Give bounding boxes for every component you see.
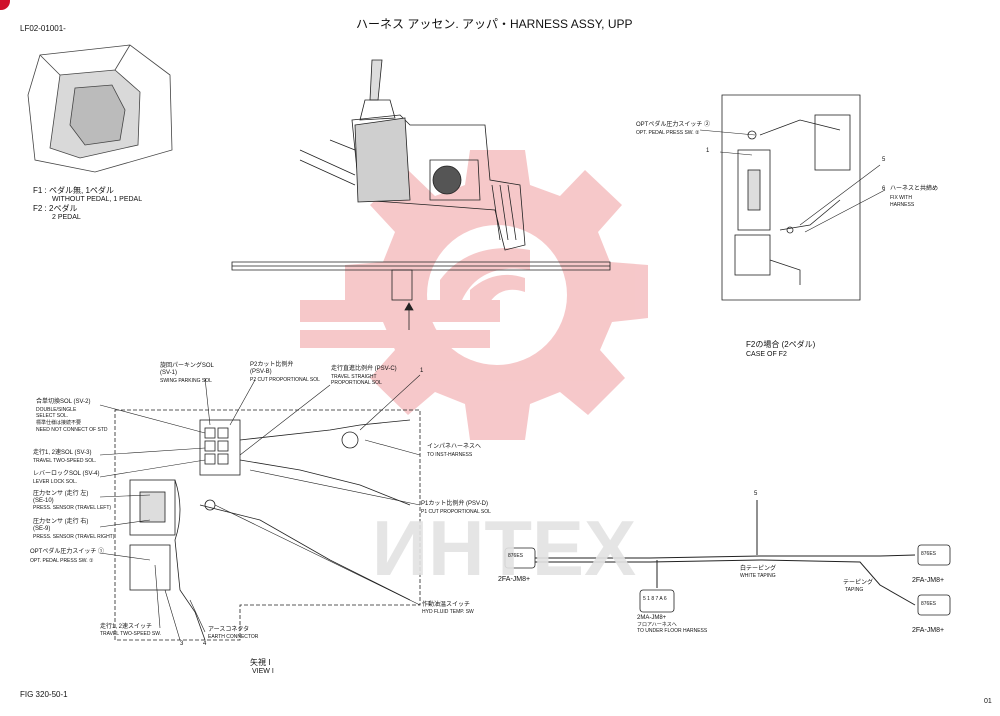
- connector-mid-jp: フロアハーネスへ: [637, 622, 677, 628]
- label-hyd-temp-jp: 作動油温スイッチ: [422, 602, 471, 608]
- callout-4: 4: [203, 641, 207, 647]
- label-opt-pedal-en-num: ①: [89, 558, 94, 564]
- variant-f2-en: 2 PEDAL: [52, 214, 81, 221]
- label-press-left-code: (SE-10): [33, 498, 54, 504]
- label-swing-parking-jp: 旋回パーキングSOL: [160, 363, 214, 369]
- label-travel-straight-jp: 走行直進比例弁 (PSV-C): [331, 366, 397, 372]
- page-title: ハーネス アッセン. アッパ・HARNESS ASSY, UPP: [356, 17, 633, 31]
- variant-f2-jp: 2ペダル: [49, 204, 78, 213]
- label-opt-pedal-jp: OPTペダル圧力スイッチ: [30, 549, 97, 555]
- connector-mid-en: TO UNDER FLOOR HARNESS: [637, 628, 708, 634]
- variant-f1-code: F1 :: [33, 186, 47, 195]
- variant-f1: F1 : ペダル無, 1ペダル: [33, 186, 114, 196]
- variant-f1-jp: ペダル無, 1ペダル: [49, 186, 114, 195]
- f2-case-panel: [721, 94, 861, 301]
- connector-right-top-label: 2FA-JM8+: [912, 577, 945, 584]
- view-i-frame: [114, 409, 421, 641]
- label-swing-parking-en: SWING PARKING SOL: [160, 378, 212, 384]
- label-swing-parking-code: (SV-1): [160, 370, 178, 376]
- harness-cable: [532, 500, 916, 606]
- label-travel-straight-en2: PROPORTIONAL SOL: [331, 380, 382, 386]
- callout-1-f2: 1: [706, 148, 710, 154]
- label-travel-sw-en: TRAVEL TWO-SPEED SW.: [100, 631, 162, 637]
- cab-assembly-drawing: [231, 59, 611, 330]
- label-opt-pedal-num: ①: [98, 549, 105, 555]
- label-opt-pedal-en-text: OPT. PEDAL PRESS SW.: [30, 558, 88, 564]
- label-travel-straight-en1: TRAVEL STRAIGHT: [331, 374, 377, 380]
- label-travel-sw-jp: 走行1, 2速スイッチ: [100, 624, 153, 630]
- label-opt-pedal-f2-num: ②: [704, 122, 711, 128]
- label-double-single-jp: 合単切換SOL (SV-2): [36, 399, 91, 405]
- label-white-taping-jp: 白テーピング: [740, 566, 777, 572]
- connector-right-top-body: 876ES: [921, 551, 937, 557]
- leader-lines: [99, 129, 886, 641]
- callout-5-harness: 5: [754, 491, 758, 497]
- label-opt-pedal-f2-en-text: OPT. PEDAL PRESS SW.: [636, 130, 694, 136]
- variant-f2-code: F2 :: [33, 204, 47, 213]
- label-travel-two-speed-jp: 走行1, 2速SOL (SV-3): [33, 450, 92, 456]
- cab-sketch: [27, 44, 173, 173]
- connector-mid-label: 2MA-JM8+: [637, 615, 667, 621]
- label-hyd-temp-en: HYD FLUID TEMP. SW: [422, 609, 474, 615]
- page-number: 01: [984, 698, 992, 705]
- label-taping-jp: テーピング: [843, 580, 874, 586]
- variant-f1-en: WITHOUT PEDAL, 1 PEDAL: [52, 196, 143, 203]
- label-opt-pedal-f2-jp: OPTペダル圧力スイッチ: [636, 122, 703, 128]
- label-fix-harness-en1: FIX WITH: [890, 195, 912, 201]
- label-travel-two-speed-en: TRAVEL TWO-SPEED SOL.: [33, 458, 97, 464]
- label-double-single-en1: DOUBLE/SINGLE: [36, 407, 77, 413]
- label-inst-harness-jp: インパネハーネスへ: [427, 444, 482, 450]
- view-label-jp: 矢視 I: [250, 658, 271, 667]
- connector-shapes: [504, 544, 951, 616]
- callout-3: 3: [180, 641, 184, 647]
- label-press-left-en: PRESS. SENSOR (TRAVEL LEFT): [33, 505, 112, 511]
- label-double-single-en2: SELECT SOL.: [36, 413, 69, 419]
- label-opt-pedal-en: OPT. PEDAL PRESS SW. ①: [30, 558, 94, 564]
- label-lever-lock-jp: レバーロックSOL (SV-4): [33, 471, 100, 477]
- label-p2-cut-en: P2 CUT PROPORTIONAL SOL: [250, 377, 320, 383]
- watermark-gear: [300, 150, 648, 440]
- drawing-code: LF02-01001-: [20, 24, 66, 33]
- label-press-right-jp: 圧力センサ (走行 右): [33, 519, 89, 525]
- label-p1-cut-jp: P1カット比例弁 (PSV-D): [421, 501, 489, 507]
- corner-mark: [0, 0, 10, 10]
- case-label-en: CASE OF F2: [746, 351, 787, 358]
- label-p2-cut-jp: P2カット比例弁: [250, 362, 294, 368]
- label-press-right-en: PRESS. SENSOR (TRAVEL RIGHT): [33, 534, 115, 540]
- label-press-left-jp: 圧力センサ (走行 左): [33, 491, 89, 497]
- label-p1-cut-en: P1 CUT PROPORTIONAL SOL: [421, 509, 491, 515]
- label-opt-pedal-f2-en-num: ②: [695, 130, 700, 136]
- connector-left-label: 2FA-JM8+: [498, 576, 531, 583]
- callout-6-f2: 6: [882, 186, 886, 192]
- label-white-taping-en: WHITE TAPING: [740, 573, 776, 579]
- watermark-text: ИНТЕХ: [372, 504, 636, 592]
- label-inst-harness-en: TO INST-HARNESS: [427, 452, 473, 458]
- label-earth-en: EARTH CONNECTOR: [208, 634, 259, 640]
- label-fix-harness-en2: HARNESS: [890, 202, 915, 208]
- variant-f2: F2 : 2ペダル: [33, 204, 77, 214]
- label-taping-en: TAPING: [845, 587, 864, 593]
- label-opt-pedal-f2: OPTペダル圧力スイッチ ②: [636, 122, 710, 129]
- figure-number: FIG 320-50-1: [20, 690, 68, 699]
- label-opt-pedal: OPTペダル圧力スイッチ ①: [30, 549, 104, 556]
- label-press-right-code: (SE-9): [33, 526, 51, 532]
- label-p2-cut-code: (PSV-B): [250, 369, 272, 375]
- callout-5-f2: 5: [882, 157, 886, 163]
- label-lever-lock-en: LEVER LOCK SOL.: [33, 479, 78, 485]
- view-label-en: VIEW I: [252, 668, 274, 675]
- connector-mid-body: 5 1 8 7 A 6: [643, 596, 667, 602]
- label-double-single-en3: NEED NOT CONNECT OF STD: [36, 427, 108, 433]
- connector-right-bottom-body: 876ES: [921, 601, 937, 607]
- label-earth-jp: アースコネクタ: [208, 627, 250, 633]
- connector-left-body: 876ES: [508, 553, 524, 559]
- label-fix-harness-jp: ハーネスと共締め: [890, 186, 939, 192]
- label-opt-pedal-f2-en: OPT. PEDAL PRESS SW. ②: [636, 130, 700, 136]
- callout-1-view: 1: [420, 368, 424, 374]
- label-double-single-jp2: 標準仕様は接続不要: [36, 420, 82, 426]
- case-label-jp: F2の場合 (2ペダル): [746, 340, 816, 349]
- connector-right-bottom-label: 2FA-JM8+: [912, 627, 945, 634]
